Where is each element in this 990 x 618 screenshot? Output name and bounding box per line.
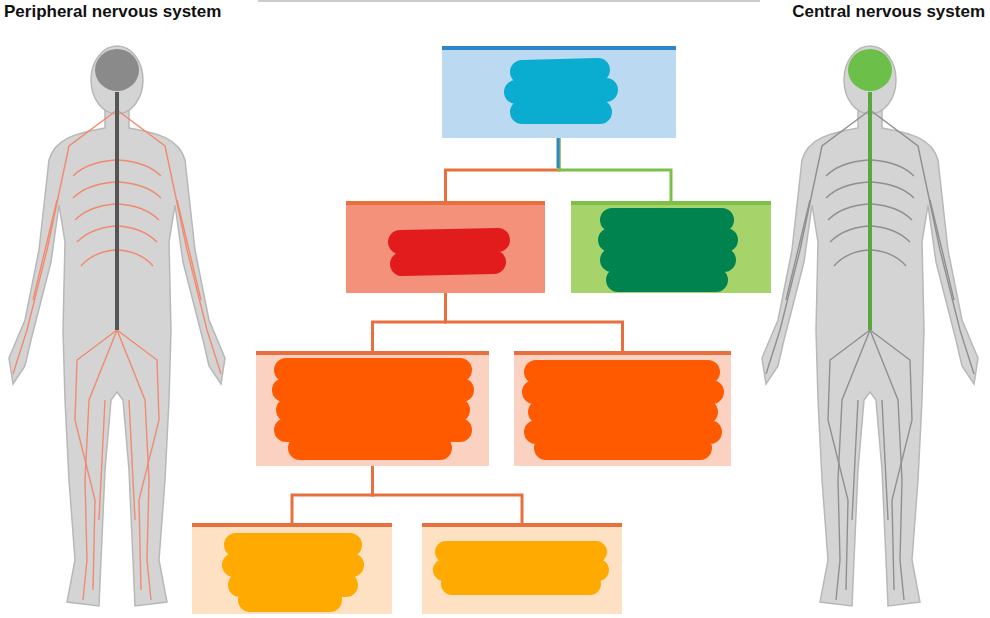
tree-connector xyxy=(292,466,373,523)
scribble xyxy=(444,552,598,584)
tree-connector xyxy=(373,293,446,351)
tree-connector xyxy=(446,293,623,351)
scribble xyxy=(284,370,462,448)
scribble xyxy=(610,220,726,280)
subdivision-box xyxy=(422,523,622,614)
figure-heading: Central nervous system xyxy=(792,2,985,22)
scribble xyxy=(400,240,498,264)
tree-connector xyxy=(373,466,523,523)
root-box xyxy=(442,46,676,138)
tree-connector xyxy=(446,138,560,201)
scribble xyxy=(516,70,606,112)
stem-line xyxy=(557,138,560,168)
top-rule xyxy=(258,1,760,2)
branch-box xyxy=(571,201,771,293)
cns-figure xyxy=(762,46,978,606)
branch-box xyxy=(346,201,545,293)
scribble xyxy=(234,545,352,600)
tree-connector xyxy=(559,138,671,201)
division-box xyxy=(514,351,731,466)
scribble xyxy=(534,372,712,448)
pns-figure xyxy=(9,46,225,606)
division-box xyxy=(256,351,489,466)
subdivision-box xyxy=(192,523,392,614)
figure-heading: Peripheral nervous system xyxy=(4,2,221,22)
